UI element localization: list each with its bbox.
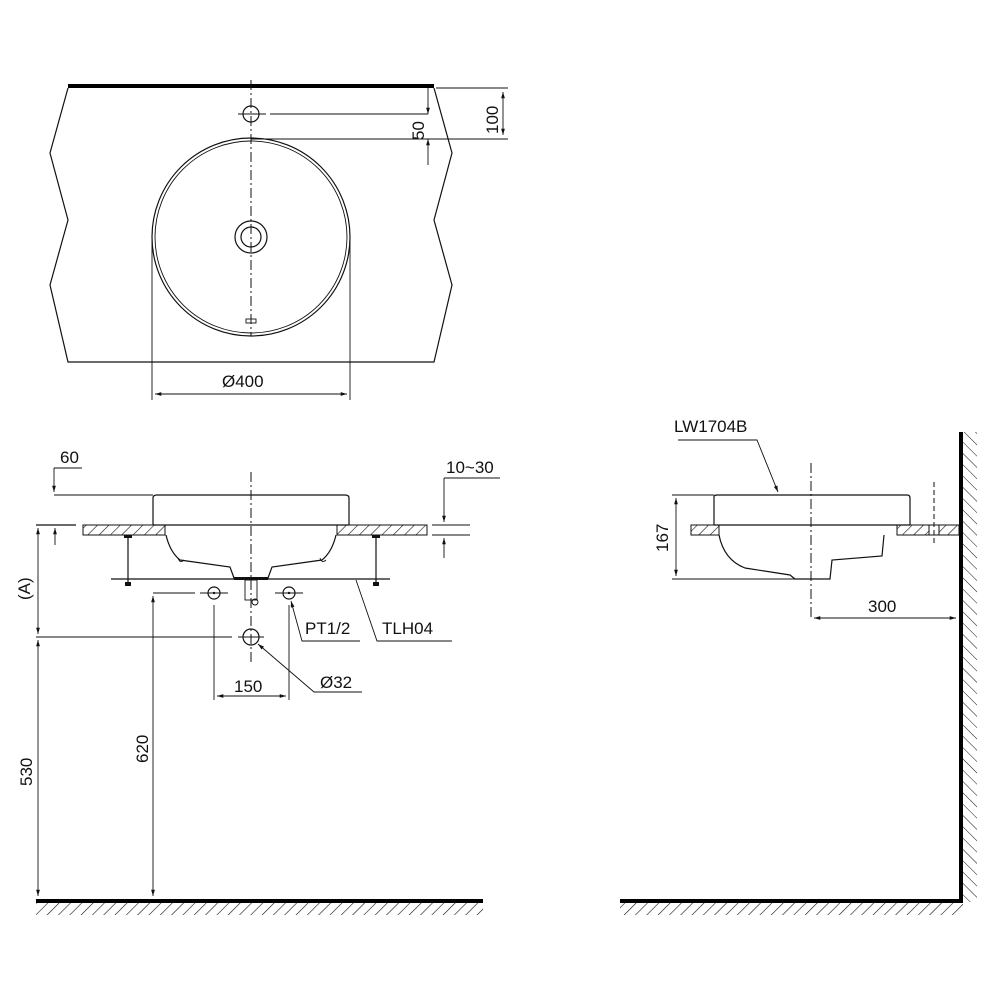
floor-hatch-right bbox=[620, 903, 963, 915]
dim-60-label: 60 bbox=[60, 448, 79, 467]
dim-530-label: 530 bbox=[17, 758, 36, 786]
side-countertop-right bbox=[896, 524, 960, 536]
dim-diameter-400-label: Ø400 bbox=[222, 372, 264, 391]
countertop-left bbox=[82, 524, 166, 536]
side-view: LW1704B 167 300 bbox=[620, 417, 977, 915]
side-basin-bowl-profile bbox=[718, 534, 885, 580]
side-basin-upper-profile bbox=[713, 494, 911, 525]
dim-150-label: 150 bbox=[234, 677, 262, 696]
valve-leader bbox=[290, 600, 360, 642]
dim-50-label: 50 bbox=[409, 121, 428, 140]
dim-counter-thickness-label: 10~30 bbox=[446, 458, 494, 477]
model-leader bbox=[678, 439, 779, 493]
bracket-label: TLH04 bbox=[382, 619, 433, 638]
model-label: LW1704B bbox=[674, 417, 747, 436]
dim-620-label: 620 bbox=[133, 735, 152, 763]
bracket-leader bbox=[355, 579, 452, 642]
dim-300-label: 300 bbox=[868, 597, 896, 616]
side-countertop-left bbox=[690, 524, 720, 536]
front-view: 60 150 Ø32 PT1/2 bbox=[15, 448, 500, 915]
top-view: 50 100 Ø400 bbox=[49, 80, 508, 400]
drain-leader bbox=[257, 643, 362, 693]
drain-diameter-label: Ø32 bbox=[320, 673, 352, 692]
wall-hatch bbox=[963, 432, 977, 902]
valve-label: PT1/2 bbox=[305, 619, 350, 638]
countertop-right bbox=[336, 524, 428, 536]
floor-hatch-left bbox=[36, 903, 483, 915]
dim-a-label: (A) bbox=[15, 577, 34, 600]
dim-100-label: 100 bbox=[483, 106, 502, 134]
countertop-outline bbox=[49, 87, 453, 363]
dim-167-label: 167 bbox=[653, 524, 672, 552]
